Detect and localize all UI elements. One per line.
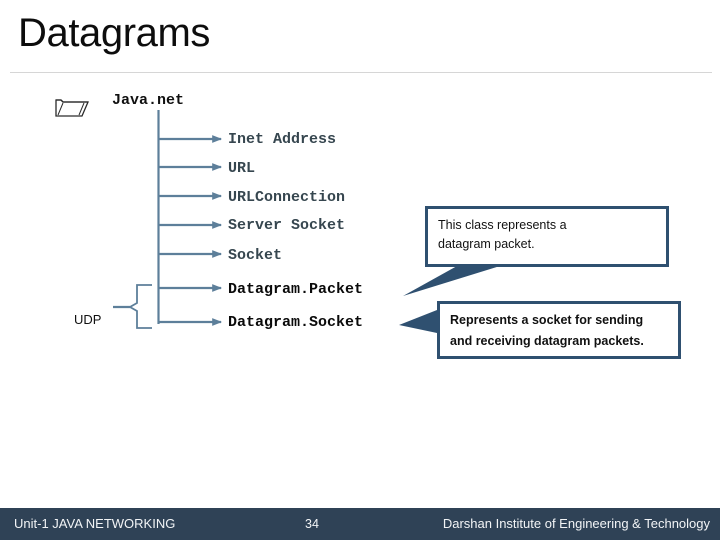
callout-1-line-2: datagram packet. [438, 237, 535, 251]
callout-2-line-1: Represents a socket for sending [450, 313, 644, 327]
tree-node-url[interactable]: URL [228, 160, 256, 177]
udp-group-brace [128, 284, 152, 329]
callout-1-line-1: This class represents a [438, 218, 567, 232]
tree-root-label: Java.net [112, 92, 185, 109]
udp-group-label: UDP [74, 312, 102, 327]
datagram-socket-callout: Represents a socket for sending and rece… [437, 301, 681, 359]
footer-institute-label: Darshan Institute of Engineering & Techn… [442, 516, 710, 531]
class-hierarchy-diagram: Java.net Inet Address URL URLConnection … [52, 92, 681, 359]
footer-page-number: 34 [305, 517, 319, 531]
tree-node-socket[interactable]: Socket [228, 247, 283, 264]
footer-unit-label: Unit-1 JAVA NETWORKING [14, 516, 176, 531]
tree-node-urlconnection[interactable]: URLConnection [228, 189, 346, 206]
diagram-connectors [113, 110, 500, 333]
page-title: Datagrams [18, 11, 211, 55]
datagram-packet-callout-tail [403, 266, 500, 296]
title-divider [10, 72, 712, 73]
callout-2-line-2: and receiving datagram packets. [450, 334, 644, 348]
datagram-socket-callout-tail [399, 310, 437, 333]
folder-icon [52, 93, 92, 121]
tree-node-datagrampacket[interactable]: Datagram.Packet [228, 281, 364, 298]
tree-node-inetaddress[interactable]: Inet Address [228, 131, 337, 148]
tree-node-datagramsocket[interactable]: Datagram.Socket [228, 314, 364, 331]
datagram-packet-callout: This class represents a datagram packet. [425, 206, 669, 267]
tree-node-serversocket[interactable]: Server Socket [228, 217, 346, 234]
slide-footer: Unit-1 JAVA NETWORKING 34 Darshan Instit… [0, 508, 720, 540]
